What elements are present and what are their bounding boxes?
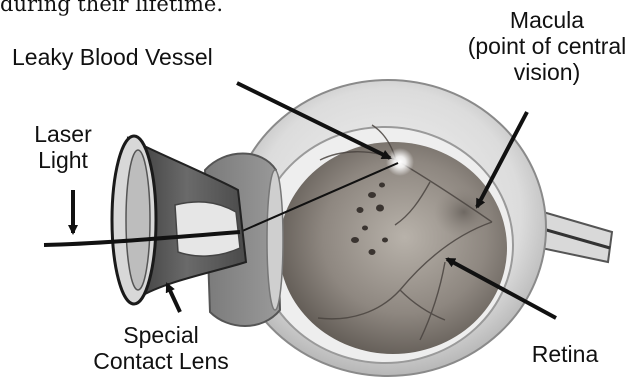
label-special-contact-lens: Special Contact Lens bbox=[82, 322, 240, 374]
label-macula: Macula (point of central vision) bbox=[452, 7, 640, 85]
label-retina: Retina bbox=[520, 341, 610, 367]
label-laser-light: Laser Light bbox=[18, 121, 108, 173]
label-leaky-blood-vessel: Leaky Blood Vessel bbox=[12, 44, 213, 70]
laser-flash bbox=[386, 148, 414, 176]
arrow-contact-lens bbox=[167, 284, 180, 312]
